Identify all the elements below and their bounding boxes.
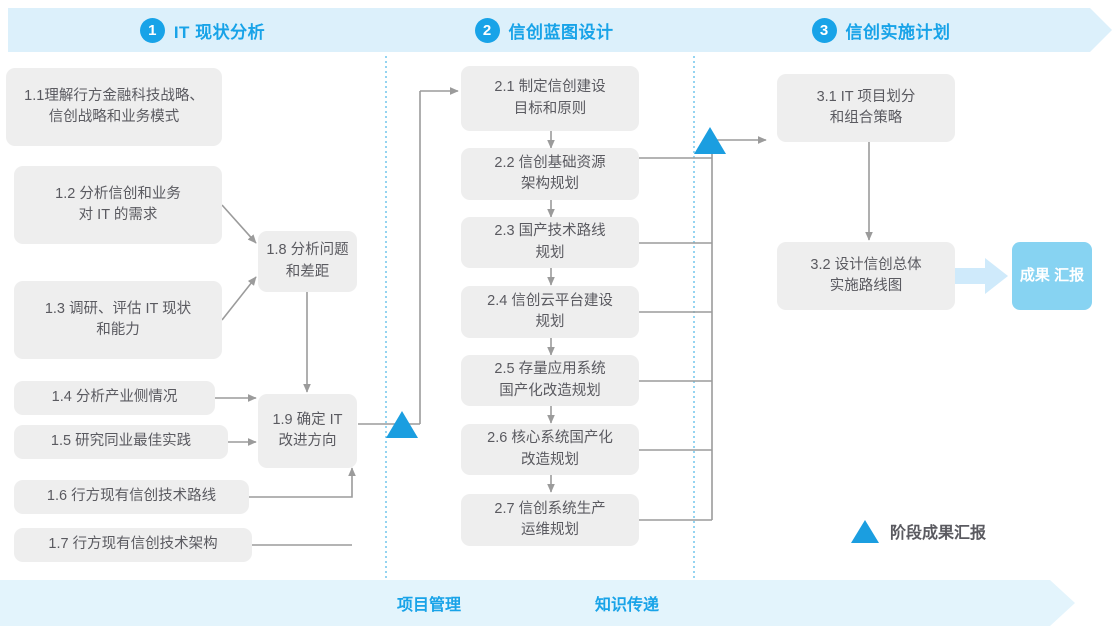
- node-1-6[interactable]: 1.6 行方现有信创技术路线: [14, 480, 249, 514]
- node-1-3-line2: 和能力: [96, 322, 140, 338]
- node-1-1[interactable]: 1.1理解行方金融科技战略、 信创战略和业务模式: [6, 68, 222, 146]
- node-2-6-line2: 改造规划: [521, 451, 579, 468]
- milestone-triangle-phase2: [694, 127, 726, 154]
- phase-1-title: IT 现状分析: [173, 22, 266, 42]
- node-2-3-line1: 2.3 国产技术路线: [494, 223, 606, 240]
- node-2-6-line1: 2.6 核心系统国产化: [487, 430, 613, 447]
- bottom-band-label-0: 项目管理: [397, 597, 462, 614]
- node-3-1[interactable]: 3.1 IT 项目划分 和组合策略: [777, 74, 955, 142]
- node-2-4[interactable]: 2.4 信创云平台建设 规划: [461, 286, 639, 338]
- node-1-3[interactable]: 1.3 调研、评估 IT 现状 和能力: [14, 281, 222, 359]
- node-1-4[interactable]: 1.4 分析产业侧情况: [14, 381, 215, 415]
- node-2-1-line2: 目标和原则: [513, 100, 587, 117]
- node-1-1-line1: 1.1理解行方金融科技战略、: [24, 87, 204, 104]
- node-2-3[interactable]: 2.3 国产技术路线 规划: [461, 217, 639, 268]
- phase-header-3[interactable]: 3 信创实施计划: [691, 8, 1071, 52]
- phase-1-number: 1: [139, 17, 165, 43]
- node-2-5-line1: 2.5 存量应用系统: [494, 361, 606, 378]
- legend-label: 阶段成果汇报: [890, 525, 987, 542]
- node-2-5-line2: 国产化改造规划: [499, 382, 601, 399]
- phase-2-number: 2: [474, 17, 500, 43]
- phase-header-2[interactable]: 2 信创蓝图设计: [380, 8, 708, 52]
- bottom-band-label-1: 知识传递: [595, 597, 660, 614]
- node-1-5[interactable]: 1.5 研究同业最佳实践: [14, 425, 228, 459]
- phase-3-title: 信创实施计划: [845, 22, 951, 42]
- node-1-8[interactable]: 1.8 分析问题 和差距: [258, 231, 357, 292]
- phase-header-1[interactable]: 1 IT 现状分析: [8, 8, 397, 52]
- node-2-7-line1: 2.7 信创系统生产: [494, 500, 606, 517]
- node-2-6[interactable]: 2.6 核心系统国产化 改造规划: [461, 424, 639, 475]
- node-2-3-line2: 规划: [535, 244, 565, 261]
- node-1-5-label: 1.5 研究同业最佳实践: [50, 433, 192, 450]
- node-1-7[interactable]: 1.7 行方现有信创技术架构: [14, 528, 252, 562]
- legend: 阶段成果汇报: [851, 519, 986, 543]
- node-2-7-line2: 运维规划: [521, 522, 579, 538]
- node-2-2[interactable]: 2.2 信创基础资源 架构规划: [461, 148, 639, 200]
- node-3-2-line1: 3.2 设计信创总体: [810, 256, 922, 273]
- node-2-2-line2: 架构规划: [521, 176, 579, 192]
- node-3-1-line1: 3.1 IT 项目划分: [816, 88, 916, 105]
- node-1-9-line1: 1.9 确定 IT: [272, 411, 343, 428]
- node-1-9-line2: 改进方向: [278, 433, 337, 449]
- phase-2-title: 信创蓝图设计: [508, 22, 614, 42]
- result-arrow: [953, 258, 1008, 294]
- node-3-2[interactable]: 3.2 设计信创总体 实施路线图: [777, 242, 955, 310]
- node-2-7[interactable]: 2.7 信创系统生产 运维规划: [461, 494, 639, 546]
- node-1-8-line2: 和差距: [285, 263, 330, 280]
- bottom-band-item-project-management[interactable]: 项目管理: [397, 580, 461, 626]
- node-1-1-line2: 信创战略和业务模式: [48, 109, 180, 125]
- node-1-3-line1: 1.3 调研、评估 IT 现状: [44, 300, 192, 317]
- result-badge-line1: 成果: [1019, 266, 1050, 284]
- node-1-2-line1: 1.2 分析信创和业务: [55, 185, 181, 202]
- node-1-2[interactable]: 1.2 分析信创和业务 对 IT 的需求: [14, 166, 222, 244]
- node-2-1[interactable]: 2.1 制定信创建设 目标和原则: [461, 66, 639, 131]
- triangle-up-icon: [851, 519, 879, 543]
- result-badge-line2: 汇报: [1054, 266, 1085, 284]
- node-1-8-line1: 1.8 分析问题: [266, 242, 349, 259]
- node-3-2-line2: 实施路线图: [829, 278, 903, 294]
- node-1-9[interactable]: 1.9 确定 IT 改进方向: [258, 394, 357, 468]
- phase-3-number: 3: [811, 17, 837, 43]
- node-1-7-label: 1.7 行方现有信创技术架构: [48, 536, 218, 553]
- node-3-1-line2: 和组合策略: [829, 110, 903, 126]
- node-1-2-line2: 对 IT 的需求: [78, 207, 158, 223]
- node-2-4-line1: 2.4 信创云平台建设: [487, 292, 613, 309]
- node-2-2-line1: 2.2 信创基础资源: [494, 154, 606, 171]
- node-2-1-line1: 2.1 制定信创建设: [494, 79, 606, 96]
- bottom-band-shape: [0, 580, 1075, 626]
- milestone-triangle-phase1: [386, 411, 418, 438]
- node-1-4-label: 1.4 分析产业侧情况: [51, 389, 178, 406]
- node-1-6-label: 1.6 行方现有信创技术路线: [46, 488, 217, 505]
- node-2-5[interactable]: 2.5 存量应用系统 国产化改造规划: [461, 355, 639, 406]
- result-report-badge[interactable]: 成果 汇报: [1012, 242, 1092, 310]
- node-2-4-line2: 规划: [535, 314, 565, 330]
- bottom-band-item-knowledge-transfer[interactable]: 知识传递: [595, 580, 659, 626]
